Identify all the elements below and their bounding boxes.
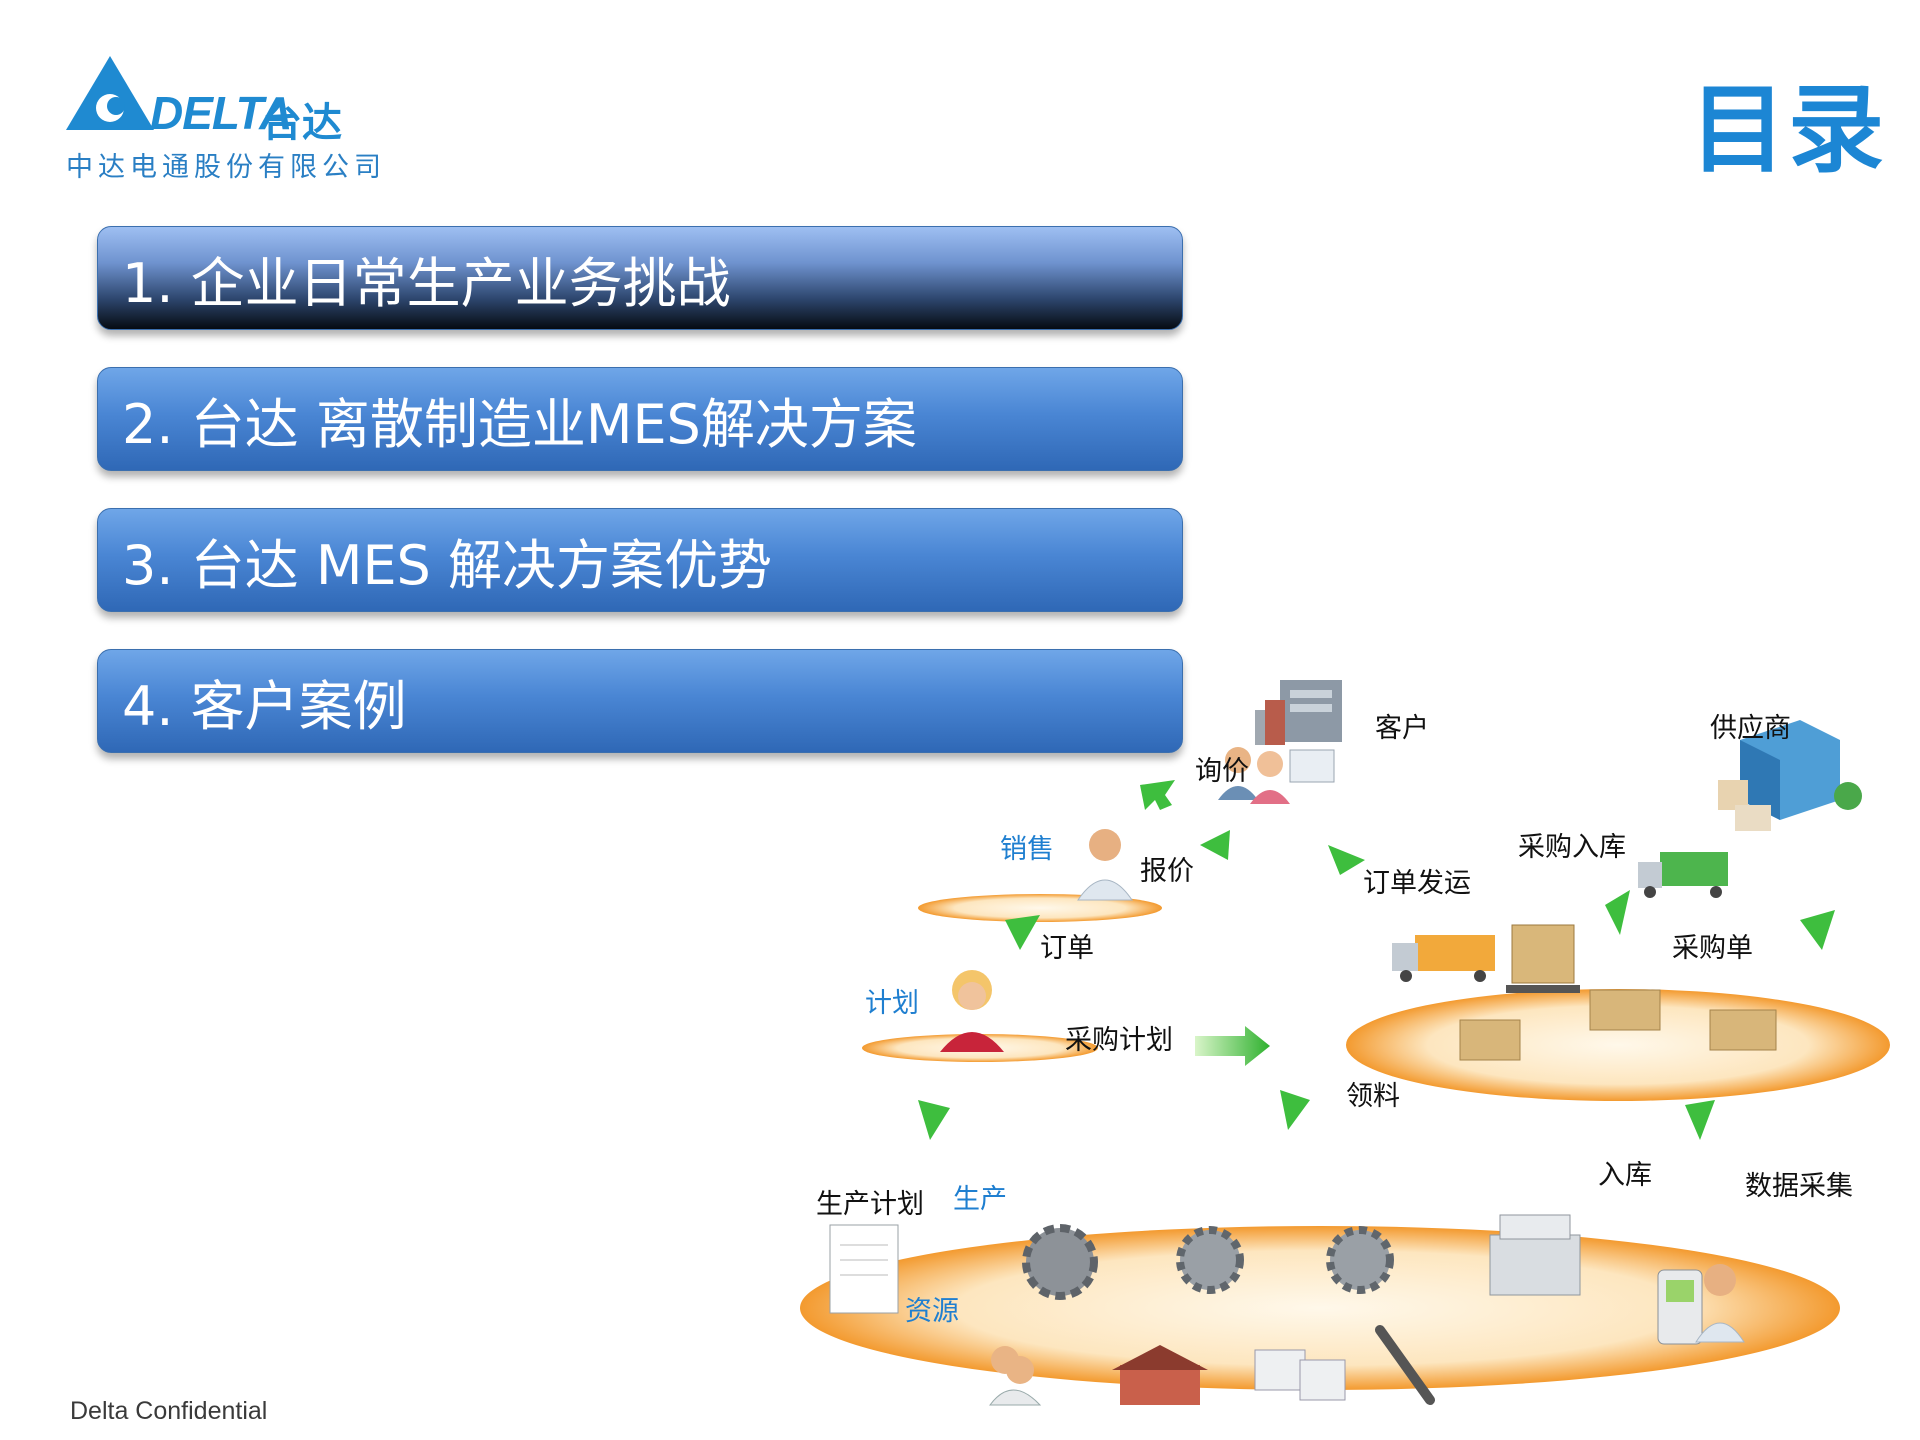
arrow-purchase-plan-icon: [1195, 1026, 1270, 1066]
label-prod-plan: 生产计划: [816, 1189, 924, 1220]
label-pick: 领料: [1346, 1081, 1400, 1112]
arrow-purchase-in-icon: [1605, 890, 1630, 935]
footer-confidential: Delta Confidential: [70, 1397, 268, 1425]
menu-item-label: 2. 台达 离散制造业MES解决方案: [122, 392, 917, 456]
label-order: 订单: [1040, 933, 1094, 964]
gears-icon: [1326, 1226, 1394, 1294]
arrow-pick-icon: [1280, 1090, 1310, 1130]
supplier-building-icon: [1718, 720, 1862, 831]
label-data-collect: 数据采集: [1745, 1171, 1853, 1202]
bevel-gear-icon: [1176, 1226, 1244, 1294]
label-purchase-in: 采购入库: [1518, 832, 1626, 863]
arrow-stock-in-icon: [1685, 1100, 1715, 1140]
warehouse-cart-icon: [1506, 924, 1580, 993]
wrench-icon: [1375, 1325, 1435, 1405]
sales-disc: [918, 894, 1162, 922]
arrow-order-ship-icon: [1328, 845, 1365, 875]
label-production: 生产: [953, 1184, 1007, 1215]
flow-arrows: [918, 780, 1835, 1140]
label-sales: 销售: [1000, 834, 1054, 865]
label-plan: 计划: [865, 988, 919, 1019]
factory-icon: [1112, 1345, 1208, 1405]
arrow-purchase-order-icon: [1800, 910, 1835, 950]
cargo-boxes-icon: [1459, 989, 1777, 1061]
fedex-boxes-icon: [1254, 1349, 1346, 1401]
label-stock-in: 入库: [1598, 1160, 1652, 1191]
label-order-ship: 订单发运: [1363, 868, 1471, 899]
page-title: 目录: [1690, 74, 1886, 186]
logo-wordmark: DELTA: [150, 87, 292, 139]
arrow-inquiry-icon: [1140, 780, 1175, 810]
menu-item-3[interactable]: 3. 台达 MES 解决方案优势: [97, 508, 1183, 612]
production-plan-document-icon: [829, 1224, 899, 1314]
menu-item-4[interactable]: 4. 客户案例: [97, 649, 1183, 753]
supply-truck-icon: [1638, 852, 1728, 898]
label-quote: 报价: [1140, 856, 1194, 887]
menu-item-label: 1. 企业日常生产业务挑战: [122, 251, 731, 315]
gear-icon: [1022, 1224, 1098, 1300]
business-process-diagram: 客户 供应商 询价 报价 销售 订单 计划 采购计划 订单发运 采购入库 采购单…: [800, 680, 1890, 1406]
stock-boxes-icon: [1489, 1214, 1581, 1296]
company-name: 中达电通股份有限公司: [66, 152, 386, 183]
customer-factory-icon: [1255, 680, 1342, 745]
menu-item-2[interactable]: 2. 台达 离散制造业MES解决方案: [97, 367, 1183, 471]
label-resource: 资源: [905, 1296, 959, 1327]
label-supplier: 供应商: [1710, 713, 1791, 744]
menu-item-label: 3. 台达 MES 解决方案优势: [122, 533, 773, 597]
label-customer: 客户: [1375, 713, 1429, 744]
planner-person-icon: [940, 970, 1004, 1052]
menu-item-label: 4. 客户案例: [122, 674, 407, 738]
customer-people-icon: [1218, 747, 1335, 804]
arrow-quote-icon: [1200, 830, 1230, 860]
label-inquiry: 询价: [1195, 756, 1249, 787]
logo-chinese: 台达: [262, 100, 342, 146]
resource-people-icon: [989, 1346, 1042, 1406]
delta-logo-icon: [66, 56, 154, 130]
menu-item-1[interactable]: 1. 企业日常生产业务挑战: [97, 226, 1183, 330]
data-collection-terminal-icon: [1657, 1264, 1745, 1345]
arrow-order-icon: [1005, 915, 1040, 950]
delivery-truck-icon: [1392, 935, 1495, 982]
label-purchase-order: 采购单: [1672, 933, 1753, 964]
arrow-prod-plan-icon: [918, 1100, 950, 1140]
sales-person-icon: [1077, 829, 1133, 901]
label-purchase-plan: 采购计划: [1065, 1025, 1173, 1056]
